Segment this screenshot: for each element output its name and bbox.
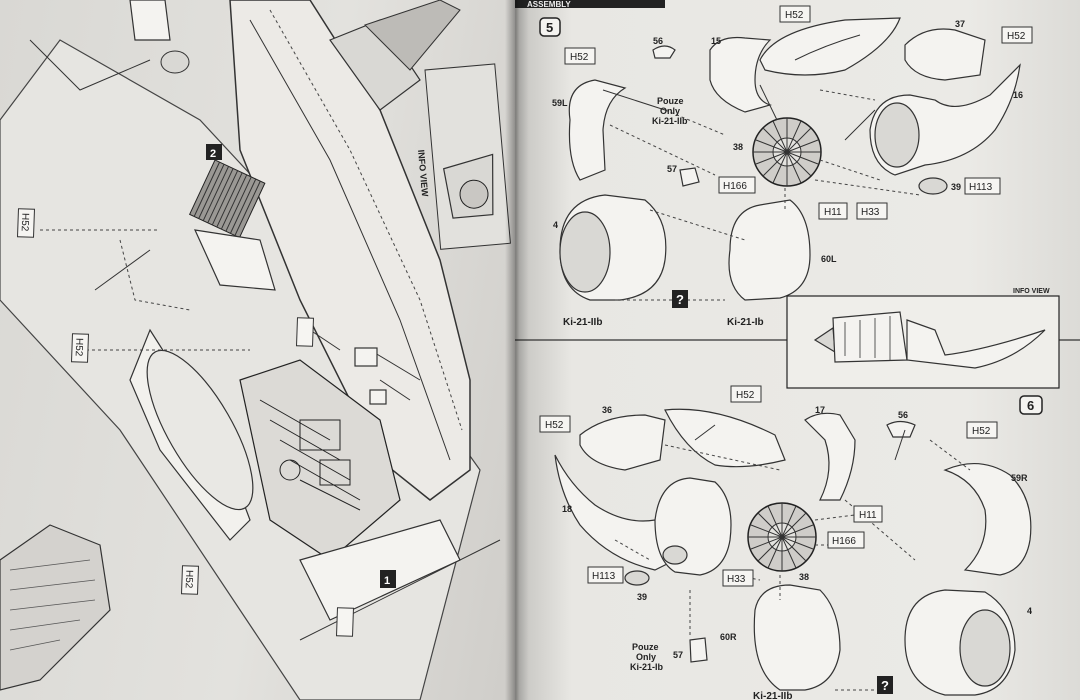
s5-label-38: 38 [733, 142, 743, 152]
s5-question-mark: ? [676, 292, 684, 307]
s5-label-37: 37 [955, 19, 965, 29]
s6-label-h11: H11 [859, 510, 877, 521]
part-37 [904, 28, 986, 81]
s5-label-h52-c: H52 [1007, 31, 1026, 42]
part-60r-cowl [753, 584, 841, 691]
book-gutter-shadow [505, 0, 529, 700]
part-17 [804, 412, 856, 501]
left-step-number: 1 [384, 575, 390, 587]
left-label-h52-bot: H52 [183, 570, 195, 589]
header-banner: ASSEMBLY [527, 0, 571, 9]
s6-pouze-3: Ki-21-Ib [630, 662, 664, 672]
s5-label-h113: H113 [969, 182, 993, 193]
part-36 [579, 414, 666, 471]
s5-label-39: 39 [951, 182, 961, 192]
part-59l [568, 79, 627, 181]
s6-label-h33: H33 [727, 574, 746, 585]
s5-caption-left: Ki-21-IIb [563, 317, 602, 328]
s5-label-15: 15 [711, 36, 721, 46]
part-60l-cowl [728, 199, 811, 301]
s6-label-18: 18 [562, 504, 572, 514]
step5-number: 5 [546, 20, 553, 35]
s6-question-mark: ? [881, 678, 889, 693]
s6-label-59r: 59R [1011, 473, 1028, 483]
part-h52-panel [759, 17, 901, 76]
part-18 [554, 454, 676, 571]
s5-label-h166: H166 [723, 181, 747, 192]
s6-label-39: 39 [637, 592, 647, 602]
s6-label-h52-c: H52 [972, 426, 991, 437]
s5-label-57: 57 [667, 164, 677, 174]
s5-label-h11: H11 [824, 207, 842, 218]
s6-label-60r: 60R [720, 632, 737, 642]
right-page: ASSEMBLY 5 [515, 0, 1080, 700]
step6-labels: H52 36 H52 17 56 H52 59R 18 H11 H166 H11… [539, 385, 1032, 700]
left-dark-number: 2 [210, 148, 216, 160]
part-15 [709, 36, 773, 113]
s6-label-38: 38 [799, 572, 809, 582]
step5-number-box [539, 17, 561, 37]
left-info-view-label: INFO VIEW [416, 149, 430, 197]
s5-label-60l: 60L [821, 254, 837, 264]
step5-labels: H52 56 15 H52 37 H52 59L 16 Pouze Only K… [552, 5, 1033, 328]
s6-label-56: 56 [898, 410, 908, 420]
info-view-title: INFO VIEW [1013, 288, 1050, 295]
s6-label-h166: H166 [832, 536, 856, 547]
s5-pouze-2: Only [660, 106, 680, 116]
left-label-h52-mid: H52 [73, 338, 85, 357]
s6-caption-bottom: Ki-21-IIb [753, 691, 792, 700]
s5-label-h52-a: H52 [570, 52, 589, 63]
s5-label-16: 16 [1013, 90, 1023, 100]
s5-label-h52-b: H52 [785, 10, 804, 21]
s6-label-36: 36 [602, 405, 612, 415]
s5-label-h33: H33 [861, 207, 880, 218]
s6-pouze-2: Only [636, 652, 656, 662]
step6-number-box [1019, 395, 1043, 415]
left-label-h52-top: H52 [19, 213, 31, 232]
s6-label-57: 57 [673, 650, 683, 660]
s6-label-4: 4 [1027, 606, 1032, 616]
s6-label-h52-a: H52 [545, 420, 564, 431]
part-h52-panel-6 [664, 408, 786, 468]
s5-pouze-1: Pouze [657, 96, 684, 106]
s5-label-59l: 59L [552, 98, 568, 108]
s6-pouze-1: Pouze [632, 642, 659, 652]
s6-label-h113: H113 [592, 571, 616, 582]
fuselage-assembly-drawing: H52 H52 H52 1 2 INFO VIEW [0, 0, 511, 700]
step6-number: 6 [1027, 398, 1034, 413]
s5-pouze-3: Ki-21-IIb [652, 116, 688, 126]
s5-caption-right: Ki-21-Ib [727, 317, 764, 328]
left-page: H52 H52 H52 1 2 INFO VIEW [0, 0, 515, 700]
s5-label-4: 4 [553, 220, 558, 230]
s6-label-h52-b: H52 [736, 390, 755, 401]
part-59r [943, 462, 1032, 576]
s6-label-17: 17 [815, 405, 825, 415]
s5-label-56: 56 [653, 36, 663, 46]
engine-assembly-drawing: ASSEMBLY 5 [515, 0, 1080, 700]
